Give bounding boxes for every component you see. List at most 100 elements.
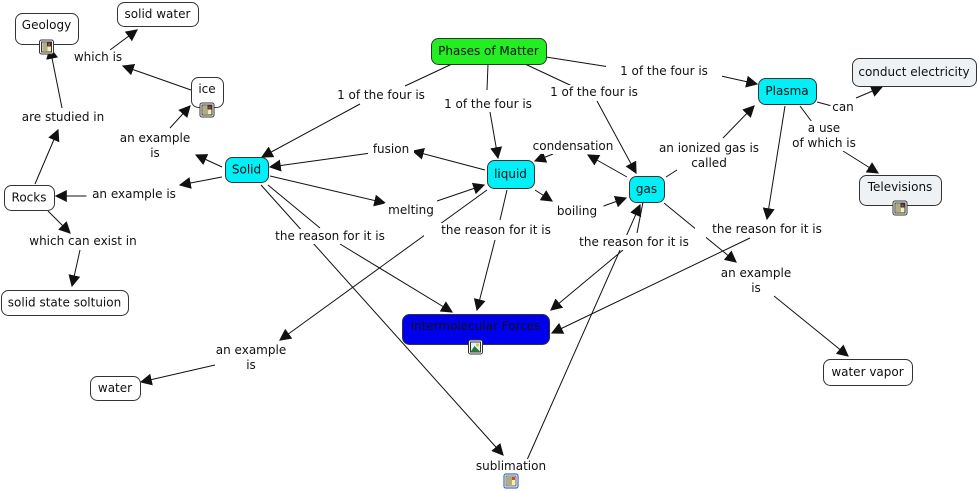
connection-line [267, 184, 321, 229]
concept-water[interactable]: water [90, 376, 141, 401]
concept-label: liquid [494, 167, 527, 181]
connection-line [799, 105, 813, 123]
connection-arrow [533, 151, 554, 163]
linking-phrase-text: of which is [792, 136, 856, 150]
linking-phrase[interactable]: fusion [368, 142, 414, 157]
concept-phases[interactable]: Phases of Matter [431, 38, 547, 65]
concept-box [823, 359, 913, 386]
document-icon[interactable] [199, 102, 215, 118]
concept-conduct[interactable]: conduct electricity [852, 58, 977, 87]
concept-solid[interactable]: Solid [225, 157, 269, 183]
concept-plasma[interactable]: Plasma [758, 78, 817, 105]
concept-sss[interactable]: solid state soltuion [1, 290, 129, 316]
concept-liquid[interactable]: liquid [487, 160, 535, 189]
connection-arrow [855, 85, 884, 99]
concept-label: solid water [125, 7, 191, 21]
linking-phrase-text: boiling [557, 204, 597, 218]
concept-gas[interactable]: gas [629, 176, 665, 203]
linking-phrase[interactable]: an example is [86, 187, 182, 202]
connection-arrow [169, 105, 191, 129]
linking-phrase[interactable]: 1 of the four is [323, 88, 439, 103]
linking-phrase[interactable]: melting [384, 203, 438, 218]
linking-phrase-text: a use [808, 121, 840, 135]
linking-phrase[interactable]: which is [68, 50, 128, 65]
document-icon[interactable] [503, 473, 519, 489]
connection-arrow [489, 111, 503, 160]
concept-box [225, 157, 269, 183]
connection-arrow [139, 364, 216, 386]
concept-solidwater[interactable]: solid water [117, 2, 199, 27]
linking-phrase-text: sublimation [476, 459, 546, 473]
linking-phrase-text: 1 of the four is [337, 88, 425, 102]
linking-phrase[interactable]: condensation [529, 139, 617, 154]
connection-arrow [550, 249, 624, 311]
linking-phrase-text: an example [120, 131, 190, 145]
connection-arrow [436, 182, 486, 202]
connection-line [545, 56, 617, 69]
linking-phrase-text: 1 of the four is [444, 97, 532, 111]
linking-phrase-text: condensation [533, 139, 614, 153]
linking-phrase[interactable]: are studied in [12, 110, 114, 125]
linking-phrase[interactable]: sublimation [470, 459, 552, 489]
concept-vapor[interactable]: water vapor [823, 359, 913, 386]
linking-phrase-text: the reason for it is [712, 222, 822, 236]
linking-phrase-text: the reason for it is [441, 223, 551, 237]
linking-phrase[interactable]: 1 of the four is [430, 97, 546, 112]
connection-arrow [596, 100, 637, 175]
connection-arrow [268, 152, 372, 172]
linking-phrase[interactable]: 1 of the four is [536, 85, 652, 100]
linking-phrase-text: the reason for it is [579, 235, 689, 249]
document-icon[interactable] [39, 39, 54, 55]
linking-phrase[interactable]: the reason for it is [258, 229, 402, 244]
connection-arrow [109, 29, 138, 51]
linking-phrase-text: an example [216, 343, 286, 357]
connection-arrow [534, 189, 554, 202]
image-icon[interactable] [468, 339, 483, 355]
concept-box [487, 160, 535, 189]
linking-phrase[interactable]: which can exist in [18, 234, 148, 249]
linking-phrase[interactable]: the reason for it is [562, 235, 706, 250]
linking-phrase-text: can [832, 100, 854, 114]
linking-phrase-text: is [246, 358, 256, 372]
concept-tv[interactable]: Televisions [859, 175, 942, 216]
linking-phrase-text: 1 of the four is [620, 64, 708, 78]
connection-arrow [68, 249, 81, 288]
concept-rocks[interactable]: Rocks [4, 185, 55, 211]
concept-label: water [98, 381, 132, 395]
linking-phrase[interactable]: boiling [550, 204, 604, 219]
connection-arrow [279, 189, 488, 341]
concept-imf[interactable]: Intermolecular Forces [402, 314, 550, 355]
linking-phrase-text: the reason for it is [275, 229, 385, 243]
linking-phrase-text: called [691, 156, 727, 170]
linking-phrase[interactable]: 1 of the four is [606, 64, 722, 79]
connection-line [404, 63, 453, 87]
concept-ice[interactable]: ice [191, 77, 224, 118]
linking-phrase-text: an example is [92, 187, 176, 201]
connection-arrow [47, 210, 71, 234]
concept-label: Televisions [867, 180, 933, 194]
document-icon[interactable] [892, 200, 908, 216]
concept-box [1, 290, 129, 316]
connection-arrow [194, 154, 223, 168]
linking-phrase-text: an ionized gas is [659, 141, 759, 155]
concept-label: ice [198, 82, 215, 96]
concept-geology[interactable]: Geology [15, 13, 79, 55]
linking-phrase-text: are studied in [22, 110, 105, 124]
concept-box [117, 2, 199, 27]
linking-phrase[interactable]: the reason for it is [695, 222, 839, 237]
linking-phrase[interactable]: can [830, 100, 856, 115]
connection-line [665, 169, 678, 178]
concept-box [758, 78, 817, 105]
linking-phrase[interactable]: the reason for it is [424, 223, 568, 238]
connection-arrow [762, 105, 786, 221]
concept-box [852, 58, 977, 87]
concept-label: Plasma [765, 84, 808, 98]
concept-box [90, 376, 141, 401]
linking-phrase-text: fusion [373, 142, 409, 156]
linking-phrase-text: is [751, 281, 761, 295]
